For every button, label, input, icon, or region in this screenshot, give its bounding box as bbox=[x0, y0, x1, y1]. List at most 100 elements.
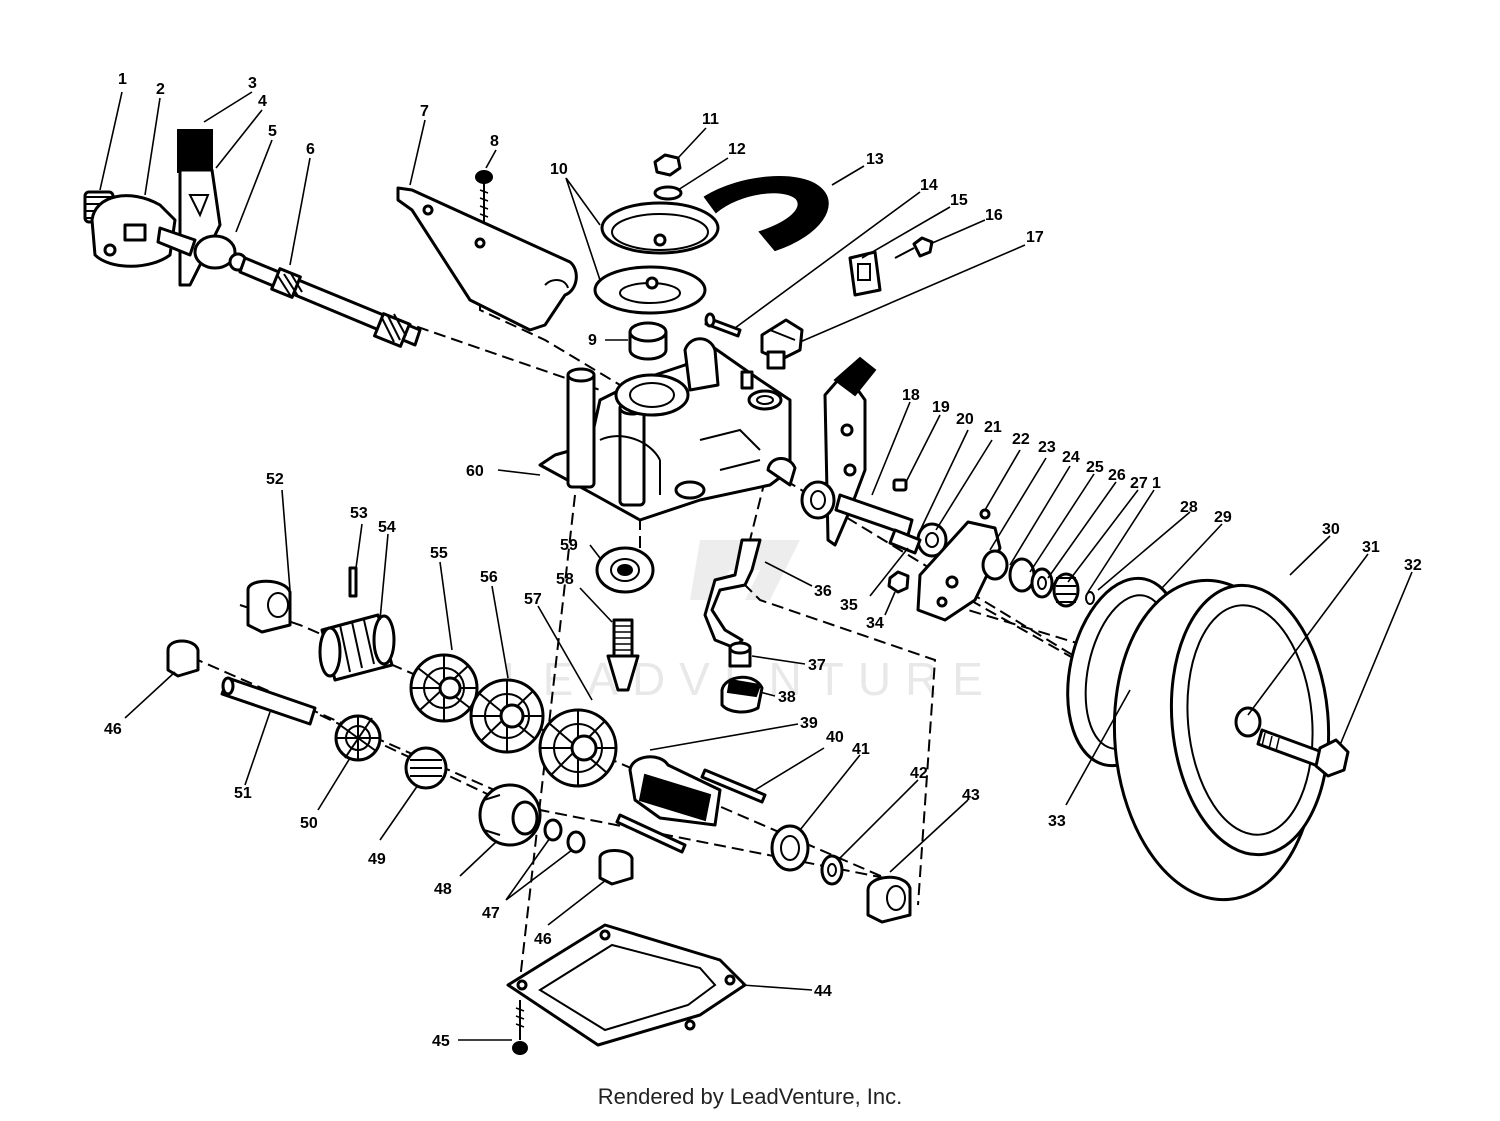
part-21-collar bbox=[916, 522, 948, 558]
callout-40: 40 bbox=[826, 729, 844, 746]
callout-30: 30 bbox=[1322, 521, 1340, 538]
part-10-pulley-halves bbox=[593, 201, 720, 315]
part-59-bearing bbox=[595, 546, 655, 594]
callout-6: 6 bbox=[306, 141, 315, 158]
part-36-shift-fork bbox=[703, 538, 762, 650]
callout-47: 47 bbox=[482, 905, 500, 922]
part-55-gear bbox=[409, 653, 479, 723]
part-32-wheel-bolt bbox=[1256, 728, 1350, 778]
callout-54: 54 bbox=[378, 519, 396, 536]
callout-16: 16 bbox=[985, 207, 1003, 224]
part-5-bushing bbox=[156, 226, 248, 272]
part-12-washer bbox=[653, 185, 683, 201]
part-11-nut bbox=[653, 153, 682, 177]
callout-36: 36 bbox=[814, 583, 832, 600]
part-8-screw bbox=[475, 170, 493, 222]
callout-19: 19 bbox=[932, 399, 950, 416]
callout-1-right: 1 bbox=[1152, 475, 1161, 492]
part-44-bottom-cover bbox=[506, 923, 747, 1047]
callout-11: 11 bbox=[702, 111, 719, 128]
part-13-drive-belt bbox=[703, 176, 829, 252]
callout-17: 17 bbox=[1026, 229, 1044, 246]
callout-45: 45 bbox=[432, 1033, 450, 1050]
callout-18: 18 bbox=[902, 387, 920, 404]
callout-21: 21 bbox=[984, 419, 1002, 436]
callout-26: 26 bbox=[1108, 467, 1126, 484]
callout-13: 13 bbox=[866, 151, 884, 168]
part-54-splined-coupling bbox=[318, 613, 396, 682]
part-7-cover-bracket bbox=[396, 186, 578, 332]
part-58-pinion-shaft bbox=[606, 618, 640, 692]
part-50-gear bbox=[334, 714, 382, 762]
callout-9: 9 bbox=[588, 332, 597, 349]
parts-24-27-gear-stack bbox=[981, 549, 1095, 608]
part-40-pins bbox=[615, 768, 767, 854]
callout-27: 27 bbox=[1130, 475, 1148, 492]
callout-32: 32 bbox=[1404, 557, 1422, 574]
callout-24: 24 bbox=[1062, 449, 1080, 466]
part-51-shaft bbox=[220, 676, 317, 726]
callout-46-center: 46 bbox=[534, 931, 552, 948]
part-46-bushing-left bbox=[166, 639, 200, 678]
callout-10: 10 bbox=[550, 161, 568, 178]
callout-57: 57 bbox=[524, 591, 542, 608]
callout-7: 7 bbox=[420, 103, 429, 120]
part-52-bushing bbox=[246, 579, 292, 634]
callout-41: 41 bbox=[852, 741, 870, 758]
callout-22: 22 bbox=[1012, 431, 1030, 448]
callout-49: 49 bbox=[368, 851, 386, 868]
part-43-bushing bbox=[866, 875, 912, 924]
part-6-drive-shaft bbox=[238, 256, 422, 348]
part-42-washer bbox=[820, 854, 844, 886]
part-34-nut bbox=[887, 570, 910, 594]
callout-53: 53 bbox=[350, 505, 368, 522]
callout-51: 51 bbox=[234, 785, 252, 802]
part-30-wheel-tire bbox=[1112, 578, 1331, 902]
callout-38: 38 bbox=[778, 689, 796, 706]
callout-58: 58 bbox=[556, 571, 574, 588]
callout-3: 3 bbox=[248, 75, 257, 92]
part-48-gear-hub bbox=[478, 783, 542, 847]
callout-33: 33 bbox=[1048, 813, 1066, 830]
callout-23: 23 bbox=[1038, 439, 1056, 456]
callout-29: 29 bbox=[1214, 509, 1232, 526]
callout-4: 4 bbox=[258, 93, 267, 110]
callout-2: 2 bbox=[156, 81, 165, 98]
callout-25: 25 bbox=[1086, 459, 1104, 476]
part-38-clutch-dog bbox=[720, 675, 764, 714]
callout-1: 1 bbox=[118, 71, 127, 88]
part-47-washers bbox=[543, 818, 586, 854]
part-37-bushing bbox=[728, 641, 752, 668]
part-56-gear bbox=[469, 678, 545, 754]
callout-12: 12 bbox=[728, 141, 746, 158]
callout-52: 52 bbox=[266, 471, 284, 488]
callout-60: 60 bbox=[466, 463, 484, 480]
part-41-seal bbox=[770, 824, 810, 872]
part-16-screw bbox=[894, 236, 934, 259]
callout-43: 43 bbox=[962, 787, 980, 804]
callout-8: 8 bbox=[490, 133, 499, 150]
part-2-bracket bbox=[90, 194, 177, 268]
part-57-gear bbox=[538, 708, 618, 788]
part-17-pivot-block bbox=[760, 318, 804, 370]
part-9-bushing bbox=[628, 321, 668, 361]
part-22-washer bbox=[979, 508, 991, 520]
callout-28: 28 bbox=[1180, 499, 1198, 516]
callout-37: 37 bbox=[808, 657, 826, 674]
callout-34: 34 bbox=[866, 615, 884, 632]
callout-20: 20 bbox=[956, 411, 974, 428]
callout-31: 31 bbox=[1362, 539, 1380, 556]
part-39-clutch-drum bbox=[628, 755, 722, 827]
callout-59: 59 bbox=[560, 537, 578, 554]
callout-56: 56 bbox=[480, 569, 498, 586]
part-49-gear bbox=[404, 746, 448, 790]
part-3-grip bbox=[177, 129, 213, 173]
part-15-clip bbox=[848, 250, 882, 297]
callout-55: 55 bbox=[430, 545, 448, 562]
part-45-screw bbox=[512, 1000, 528, 1055]
callout-15: 15 bbox=[950, 192, 968, 209]
part-35-shaft-end bbox=[888, 528, 922, 555]
part-46-bushing-center bbox=[598, 849, 634, 886]
callout-48: 48 bbox=[434, 881, 452, 898]
part-53-key bbox=[348, 566, 358, 598]
